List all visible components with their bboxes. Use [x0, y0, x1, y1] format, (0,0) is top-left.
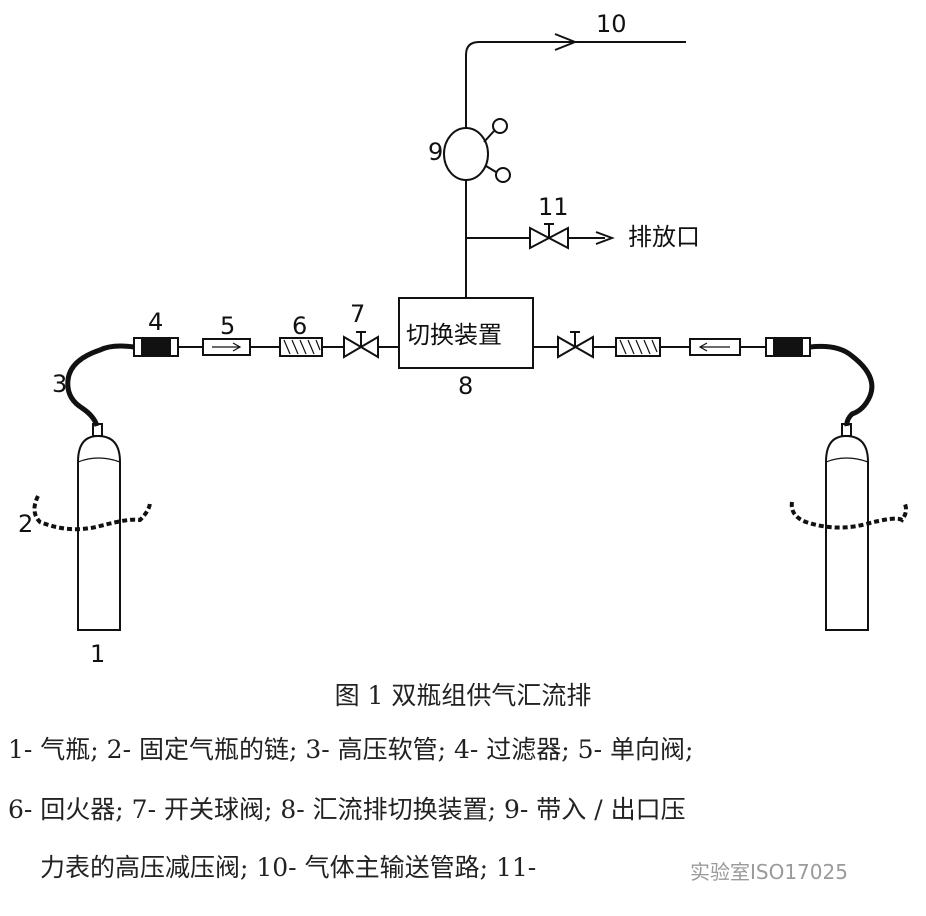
vent-outlet-label: 排放口 — [628, 223, 700, 251]
inlet-gauge — [492, 118, 508, 134]
legend-line-2: 6- 回火器; 7- 开关球阀; 8- 汇流排切换装置; 9- 带入 / 出口压 — [8, 795, 686, 824]
label-2: 2 — [18, 510, 33, 538]
right-cylinder-chain — [789, 501, 908, 530]
switch-device-label: 切换装置 — [406, 321, 502, 349]
label-5: 5 — [220, 312, 235, 340]
watermark: 实验室ISO17025 — [690, 860, 848, 884]
label-4: 4 — [148, 308, 163, 336]
right-check-valve — [689, 338, 741, 356]
right-flashback-arrestor — [615, 337, 661, 357]
label-10: 10 — [596, 10, 627, 38]
label-8: 8 — [458, 372, 473, 400]
figure-caption: 图 1 双瓶组供气汇流排 — [334, 681, 592, 710]
label-3: 3 — [52, 370, 67, 398]
vent-arrow — [595, 231, 615, 245]
legend-line-1: 1- 气瓶; 2- 固定气瓶的链; 3- 高压软管; 4- 过滤器; 5- 单向… — [8, 735, 694, 764]
outlet-gauge — [495, 167, 511, 183]
left-high-pressure-hose — [65, 343, 135, 427]
right-gas-cylinder — [825, 434, 869, 631]
left-check-valve — [202, 338, 251, 356]
label-7: 7 — [350, 300, 365, 328]
main-supply-pipe — [465, 41, 686, 298]
label-1: 1 — [90, 640, 105, 668]
right-ball-valve — [557, 335, 594, 359]
left-cylinder-chain — [32, 495, 152, 532]
left-gas-cylinder — [77, 434, 121, 631]
label-6: 6 — [292, 312, 307, 340]
main-supply-arrow — [554, 33, 578, 51]
label-11: 11 — [538, 193, 569, 221]
vent-valve — [529, 226, 569, 250]
left-ball-valve — [343, 335, 379, 359]
label-9: 9 — [428, 138, 443, 166]
pressure-regulator — [443, 127, 489, 181]
left-flashback-arrestor — [279, 337, 323, 357]
switch-device-box — [398, 297, 534, 369]
right-high-pressure-hose — [809, 343, 875, 427]
legend-line-3: 力表的高压减压阀; 10- 气体主输送管路; 11- — [40, 853, 537, 882]
